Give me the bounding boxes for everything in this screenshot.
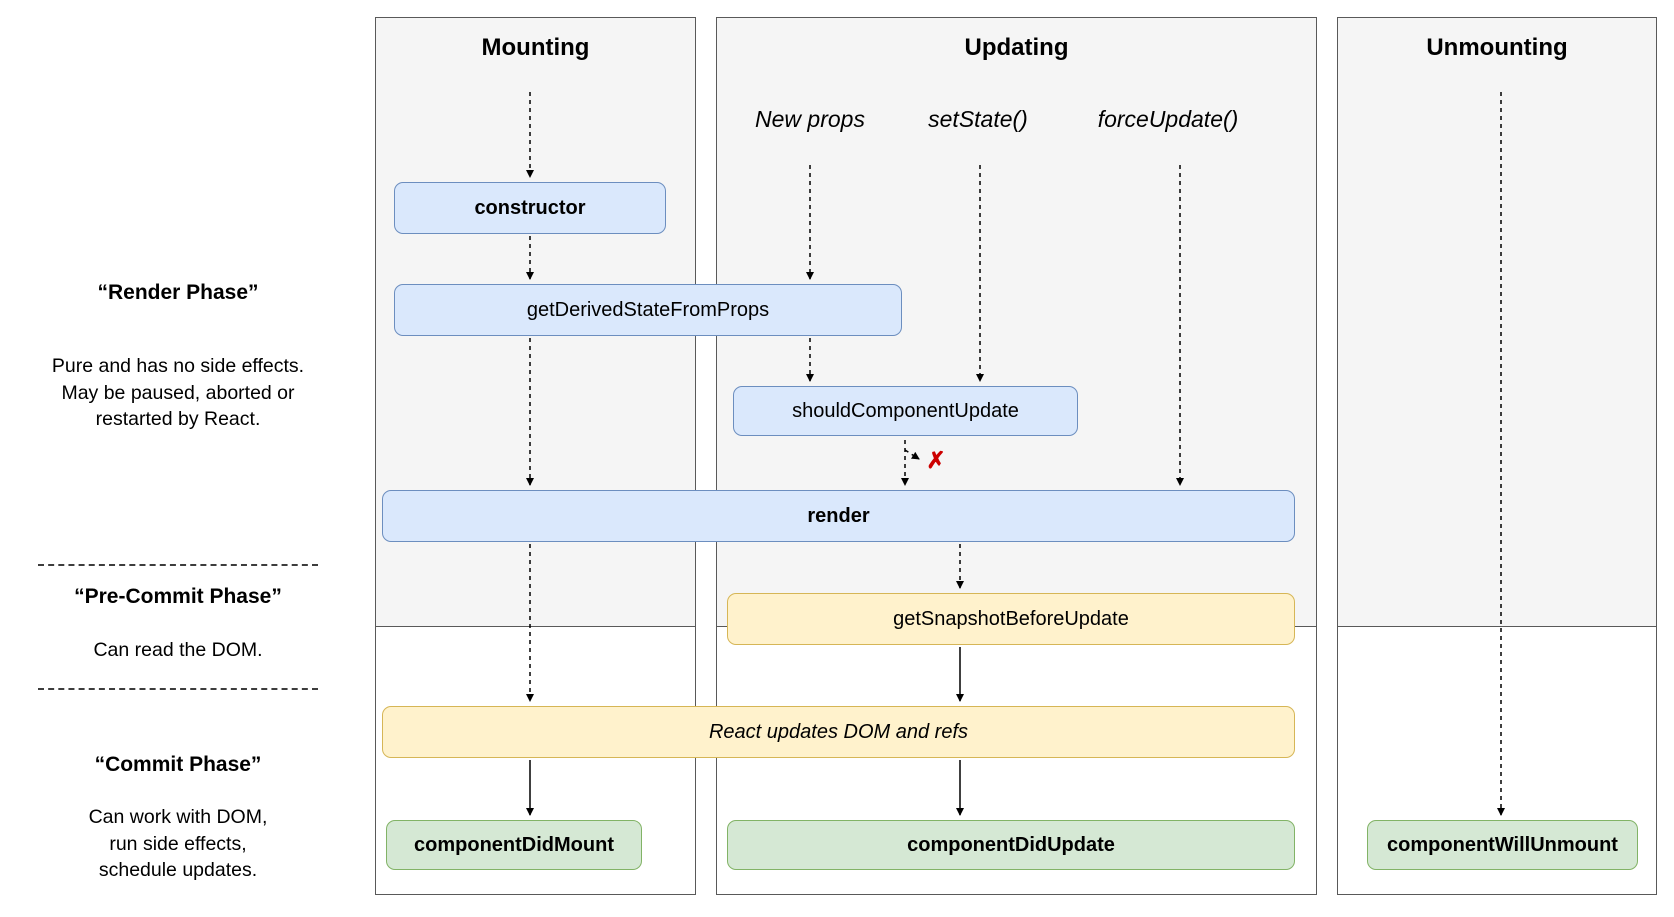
- column-updating-title: Updating: [964, 34, 1069, 61]
- column-mounting: Mounting: [375, 17, 696, 895]
- trigger-set-state: setState(): [928, 106, 1028, 132]
- box-constructor: constructor: [394, 182, 666, 234]
- column-unmounting-title: Unmounting: [1426, 34, 1568, 61]
- column-updating: Updating: [716, 17, 1317, 895]
- box-component-did-update: componentDidUpdate: [727, 820, 1295, 870]
- render-phase-desc-line2: May be paused, aborted or: [61, 381, 295, 404]
- pre-commit-phase-desc-line1: Can read the DOM.: [93, 639, 263, 661]
- box-get-snapshot-before-update: getSnapshotBeforeUpdate: [727, 593, 1295, 645]
- box-get-derived-state-from-props: getDerivedStateFromProps: [394, 284, 902, 336]
- render-phase-desc-line1: Pure and has no side effects.: [51, 355, 305, 377]
- box-react-updates-dom-and-refs: React updates DOM and refs: [382, 706, 1295, 758]
- column-mounting-title: Mounting: [481, 34, 590, 61]
- box-component-did-mount: componentDidMount: [386, 820, 642, 870]
- update-halted-x-icon: ✗: [926, 446, 946, 473]
- unmounting-render-phase-region: [1338, 18, 1656, 627]
- pre-commit-phase-description: Can read the DOM.: [20, 637, 336, 664]
- trigger-new-props: New props: [755, 106, 865, 132]
- column-unmounting: Unmounting: [1337, 17, 1657, 895]
- trigger-force-update: forceUpdate(): [1097, 106, 1239, 132]
- render-phase-desc-line3: restarted by React.: [95, 408, 261, 430]
- render-phase-description: Pure and has no side effects. May be pau…: [20, 353, 336, 433]
- commit-phase-desc-line2: run side effects,: [109, 832, 247, 855]
- commit-phase-desc-line3: schedule updates.: [98, 859, 258, 881]
- phase-divider-top: [38, 564, 318, 566]
- box-render: render: [382, 490, 1295, 542]
- phase-divider-bottom: [38, 688, 318, 690]
- commit-phase-description: Can work with DOM, run side effects, sch…: [20, 804, 336, 884]
- commit-phase-desc-line1: Can work with DOM,: [88, 806, 268, 828]
- box-should-component-update: shouldComponentUpdate: [733, 386, 1078, 436]
- pre-commit-phase-title: “Pre-Commit Phase”: [74, 585, 282, 608]
- render-phase-title: “Render Phase”: [97, 281, 259, 304]
- commit-phase-title: “Commit Phase”: [94, 753, 262, 776]
- box-component-will-unmount: componentWillUnmount: [1367, 820, 1638, 870]
